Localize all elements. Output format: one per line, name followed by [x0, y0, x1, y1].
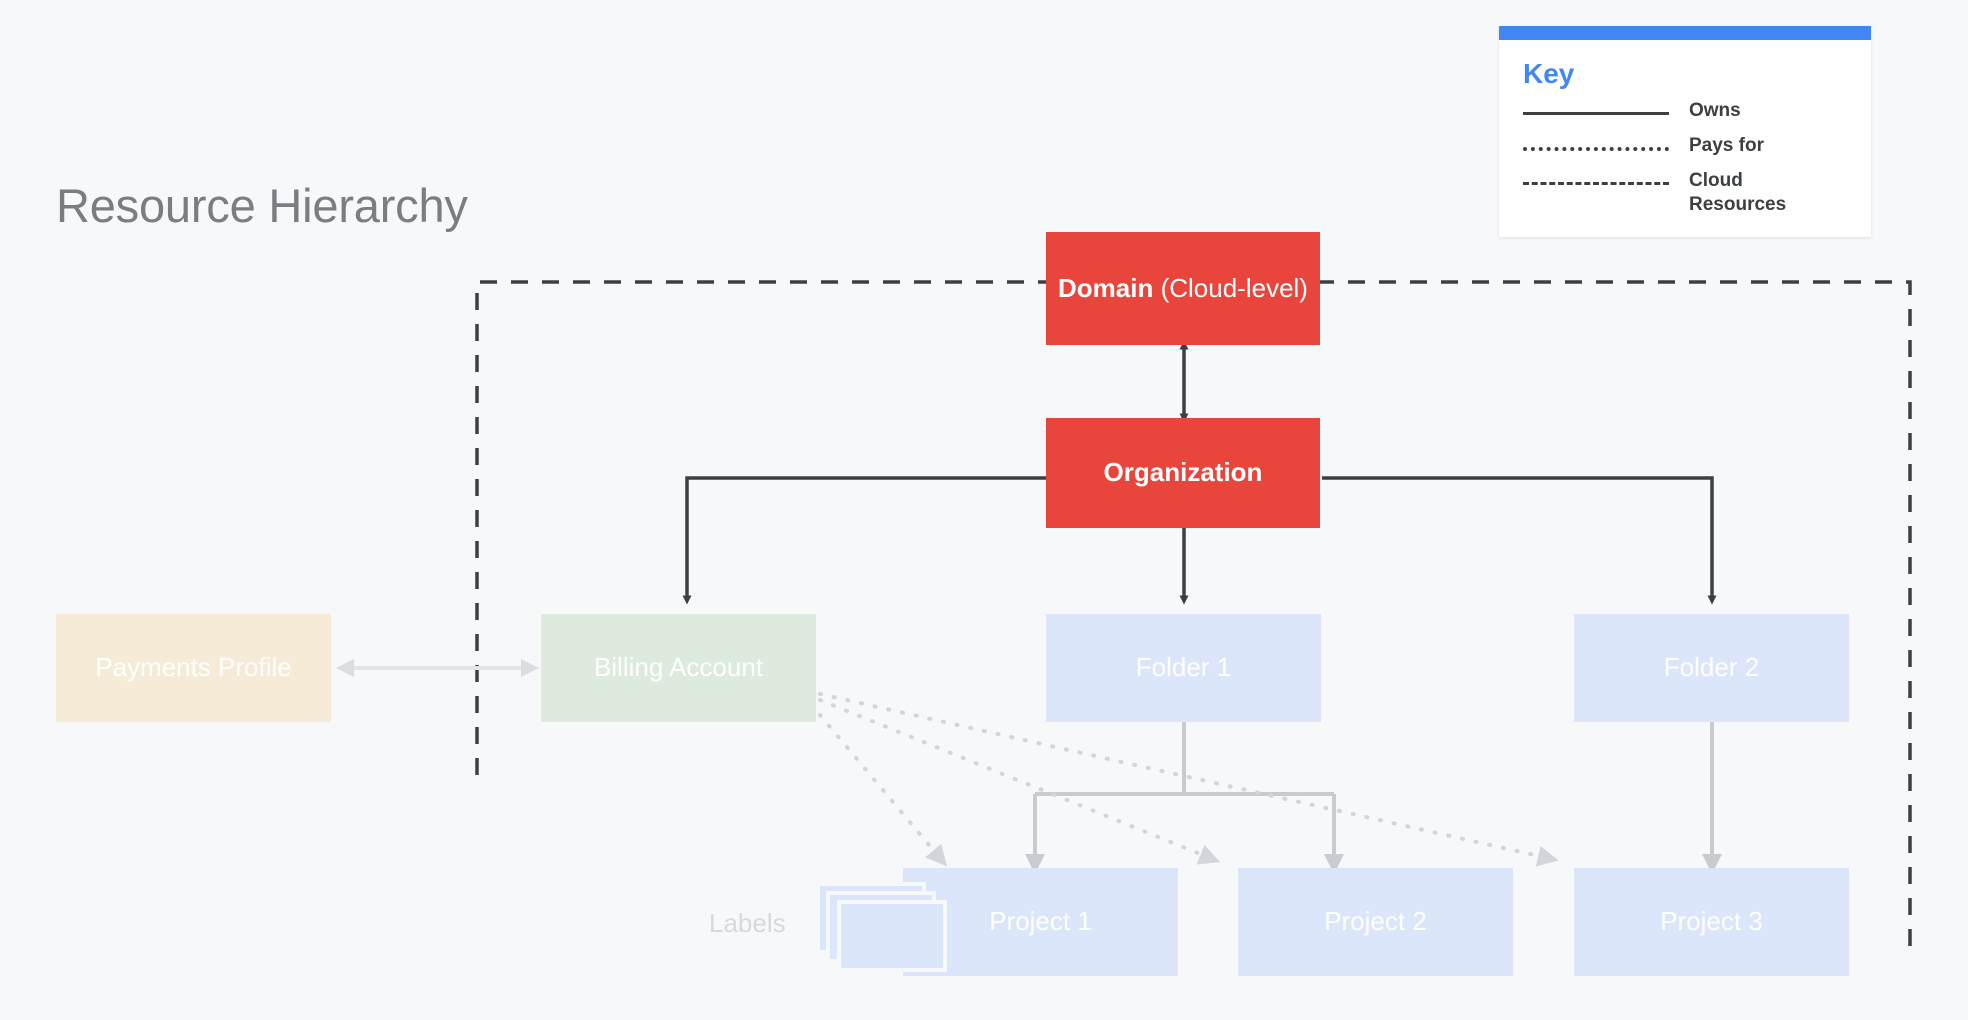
node-domain-label: Domain (Cloud-level): [1058, 272, 1308, 304]
node-domain-label-bold: Domain: [1058, 272, 1154, 303]
connector-billing-account-project-3: [818, 692, 1559, 867]
node-folder-2-label: Folder 2: [1663, 652, 1760, 683]
node-domain[interactable]: Domain (Cloud-level): [1046, 232, 1320, 345]
node-billing-account-label: Billing Account: [593, 652, 764, 683]
connector-billing-account-project-2: [818, 698, 1221, 865]
node-project-3-label: Project 3: [1660, 906, 1763, 937]
node-folder-1-label: Folder 1: [1135, 652, 1232, 683]
label-card-stack[interactable]: [816, 882, 956, 974]
node-folder-1[interactable]: Folder 1: [1046, 614, 1321, 722]
connector-organization-folder-2: [1322, 476, 1717, 605]
key-entry-label: Owns: [1689, 100, 1741, 121]
node-payments-profile-label: Payments Profile: [95, 652, 292, 683]
page-title: Resource Hierarchy: [56, 179, 468, 232]
connector-organization-billing-account: [682, 476, 1046, 605]
dashed-line-icon: [1523, 173, 1669, 193]
key-entry-cloud-resources: Cloud Resources: [1523, 169, 1849, 217]
dotted-line-icon: [1523, 138, 1669, 158]
node-organization[interactable]: Organization: [1046, 418, 1320, 528]
node-project-1-label: Project 1: [989, 906, 1092, 937]
solid-line-icon: [1523, 103, 1669, 123]
key-entry-label: Cloud Resources: [1689, 170, 1787, 215]
node-billing-account[interactable]: Billing Account: [541, 614, 816, 722]
labels-caption: Labels: [709, 908, 786, 938]
node-payments-profile[interactable]: Payments Profile: [56, 614, 331, 722]
node-domain-label-rest: (Cloud-level): [1153, 272, 1308, 303]
key-entry-label: Pays for: [1689, 135, 1764, 156]
key-entry-pays-for: Pays for: [1523, 134, 1849, 160]
key-entry-owns: Owns: [1523, 99, 1849, 125]
node-project-2[interactable]: Project 2: [1238, 868, 1513, 976]
node-organization-label: Organization: [1103, 457, 1263, 488]
connector-billing-account-project-1: [818, 713, 948, 867]
node-folder-2[interactable]: Folder 2: [1574, 614, 1849, 722]
node-project-3[interactable]: Project 3: [1574, 868, 1849, 976]
node-project-2-label: Project 2: [1324, 906, 1427, 937]
key-title: Key: [1523, 58, 1575, 89]
connector-folder1-tree: [1033, 722, 1336, 860]
key-legend-panel: Key Owns Pays for Cloud Resources: [1499, 26, 1871, 237]
label-card-front: [837, 900, 947, 972]
key-accent-bar: [1499, 26, 1871, 40]
node-project-1[interactable]: Project 1: [903, 868, 1178, 976]
